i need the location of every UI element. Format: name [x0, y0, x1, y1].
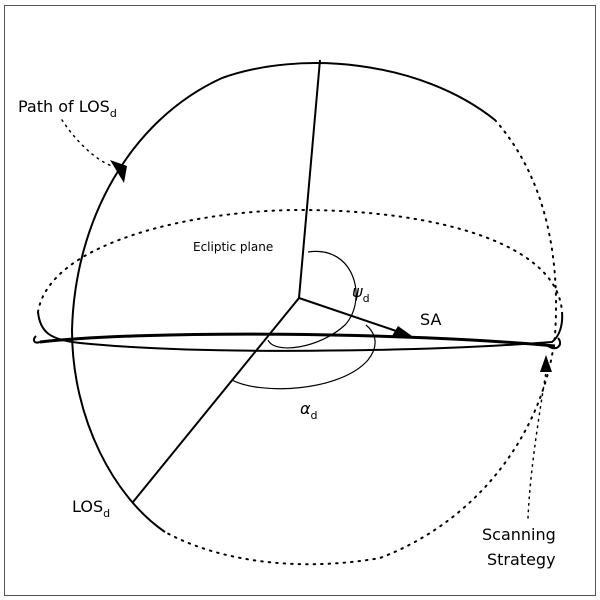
los-subscript: d — [103, 507, 110, 520]
los-direction-line — [132, 297, 300, 503]
psi-angle-label: ψd — [352, 282, 370, 305]
frame-border — [4, 5, 596, 596]
alpha-main: α — [300, 399, 311, 418]
los-path-arrowhead — [110, 160, 127, 183]
los-label: LOSd — [72, 497, 110, 520]
los-path-solid-arc — [70, 62, 496, 533]
ecliptic-plane-back-half — [37, 208, 563, 313]
psi-main: ψ — [352, 282, 363, 301]
psi-angle-arc — [267, 250, 357, 349]
path-label-leader — [61, 119, 113, 167]
path-of-los-label: Path of LOSd — [18, 97, 117, 120]
zenith-axis-line — [298, 59, 321, 299]
scanning-circle-left-curl — [32, 335, 41, 344]
scanning-label: Scanning — [482, 525, 556, 544]
sa-label: SA — [420, 310, 441, 329]
scanning-leader-arrowhead — [540, 355, 552, 372]
scanning-circle-front — [39, 332, 556, 348]
ecliptic-plane-front-half — [37, 311, 564, 352]
psi-subscript: d — [363, 292, 370, 305]
ecliptic-plane-label: Ecliptic plane — [193, 240, 273, 254]
strategy-label: Strategy — [487, 550, 556, 569]
sa-vector-line — [298, 297, 403, 334]
sa-arrowhead — [392, 326, 412, 336]
alpha-angle-arc — [231, 324, 376, 390]
scanning-circle-right-curl — [547, 337, 562, 350]
los-main: LOS — [72, 497, 103, 516]
path-of-los-subscript: d — [110, 107, 117, 120]
path-of-los-main: Path of LOS — [18, 97, 110, 116]
alpha-angle-label: αd — [300, 399, 318, 422]
alpha-subscript: d — [311, 409, 318, 422]
scanning-label-leader — [527, 371, 547, 519]
